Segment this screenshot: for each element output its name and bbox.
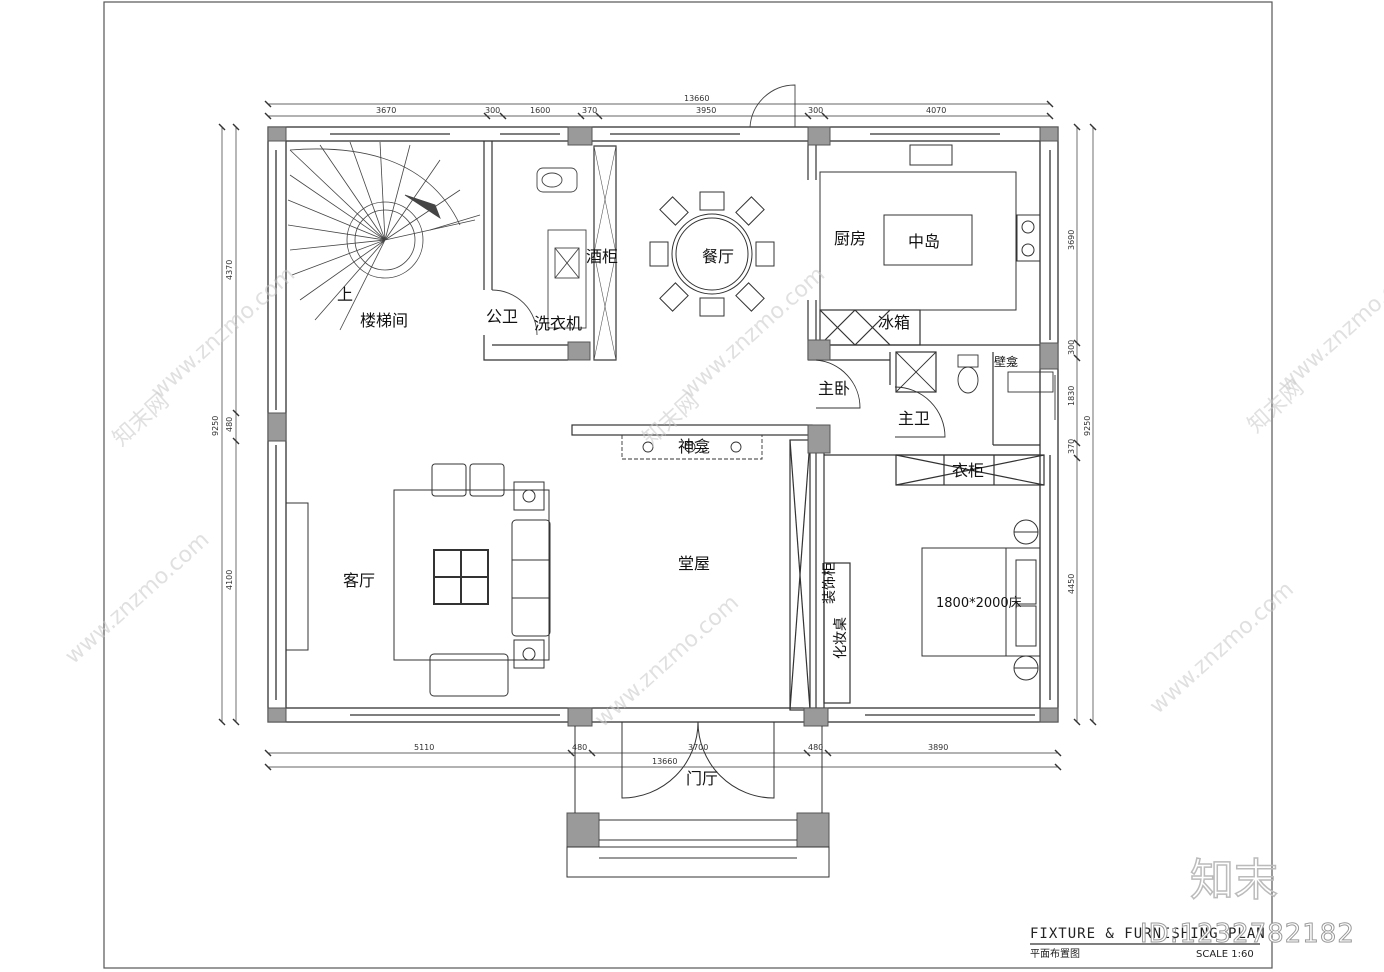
dim-bottom-1: 5110	[414, 743, 434, 752]
dim-top-6: 300	[808, 106, 823, 115]
dim-left-2: 480	[225, 417, 234, 432]
label-living: 客厅	[343, 571, 375, 590]
znzmo-logo: 知末	[1190, 855, 1278, 906]
label-fridge: 冰箱	[878, 313, 910, 332]
master-bath-fixtures	[815, 351, 1056, 438]
watermark-4: www.znzmo.com	[590, 590, 744, 732]
dim-bottom-5: 3890	[928, 743, 948, 752]
label-wine-cabinet: 酒柜	[586, 247, 618, 266]
dim-top-4: 370	[582, 106, 597, 115]
watermarks: 知末网 www.znzmo.com www.znzmo.com 知末网 www.…	[61, 255, 1384, 732]
dim-right-3: 1830	[1067, 386, 1076, 406]
front-entry	[566, 721, 830, 878]
altar-table	[621, 434, 763, 460]
label-wardrobe: 衣柜	[952, 461, 984, 480]
label-hall: 堂屋	[678, 554, 710, 573]
label-altar: 神龛	[678, 437, 710, 456]
dim-top-total: 13660	[684, 94, 709, 103]
dim-left-3: 4100	[225, 570, 234, 590]
dim-bottom-3: 3700	[688, 743, 708, 752]
watermark-6: www.znzmo.com	[1145, 577, 1299, 719]
watermark-1: www.znzmo.com	[146, 262, 300, 404]
plan-scale: SCALE 1:60	[1196, 949, 1254, 960]
dim-left-total: 9250	[211, 416, 220, 436]
sheet-border	[103, 1, 1273, 969]
title-block: FIXTURE & FURNISHING PLAN 平面布置图 SCALE 1:…	[1030, 926, 1266, 960]
dim-bottom-2: 480	[572, 743, 587, 752]
dining-table	[649, 191, 775, 317]
label-washer: 洗衣机	[534, 314, 582, 333]
dim-bottom-4: 480	[808, 743, 823, 752]
watermark-2: www.znzmo.com	[61, 527, 215, 669]
dim-right-total: 9250	[1083, 416, 1092, 436]
label-master-bedroom: 主卧	[818, 379, 850, 398]
dimension-lines	[218, 100, 1097, 771]
label-display-shelf: 装饰柜	[822, 562, 838, 604]
dim-bottom-total: 13660	[652, 757, 677, 766]
label-dresser: 化妆桌	[833, 617, 849, 659]
dim-right-1: 3690	[1067, 230, 1076, 250]
staircase	[287, 141, 481, 331]
label-bed: 1800*2000床	[936, 596, 1022, 611]
plan-title: FIXTURE & FURNISHING PLAN	[1030, 926, 1266, 942]
dim-top-1: 3670	[376, 106, 396, 115]
columns	[267, 126, 1059, 848]
label-kitchen: 厨房	[834, 229, 866, 248]
dim-right-2: 300	[1067, 340, 1076, 355]
label-foyer: 门厅	[686, 769, 718, 788]
watermark-3: www.znzmo.com	[676, 262, 830, 404]
top-door	[749, 84, 796, 128]
dim-top-3: 1600	[530, 106, 550, 115]
label-dining: 餐厅	[702, 247, 734, 266]
label-stair-up: 上	[337, 285, 353, 304]
living-furniture	[285, 463, 551, 697]
room-labels: 楼梯间 上 公卫 洗衣机 酒柜 餐厅 厨房 中岛 冰箱 主卧 主卫 壁龛 衣柜 …	[337, 229, 1022, 788]
label-public-bath: 公卫	[486, 307, 518, 326]
image-id: ID:1232782182	[1140, 919, 1355, 949]
dim-top-7: 4070	[926, 106, 946, 115]
label-niche: 壁龛	[994, 354, 1018, 369]
walls	[267, 126, 1059, 723]
label-stairwell: 楼梯间	[360, 311, 408, 330]
kitchen-fixtures	[819, 144, 1041, 311]
bed	[921, 519, 1041, 681]
public-bath-fixtures	[491, 167, 587, 336]
dim-right-5: 4450	[1067, 574, 1076, 594]
label-master-bath: 主卫	[898, 409, 930, 428]
dimension-text: 3670 300 1600 370 3950 300 4070 13660 51…	[211, 94, 1092, 766]
dim-left-1: 4370	[225, 260, 234, 280]
dim-right-4: 370	[1067, 439, 1076, 454]
plan-subtitle: 平面布置图	[1030, 948, 1080, 960]
interior-walls	[483, 141, 1045, 711]
label-island: 中岛	[908, 232, 940, 251]
dim-top-5: 3950	[696, 106, 716, 115]
watermark-5: www.znzmo.com	[1274, 255, 1384, 397]
dim-top-2: 300	[485, 106, 500, 115]
wine-cabinet	[593, 145, 617, 361]
